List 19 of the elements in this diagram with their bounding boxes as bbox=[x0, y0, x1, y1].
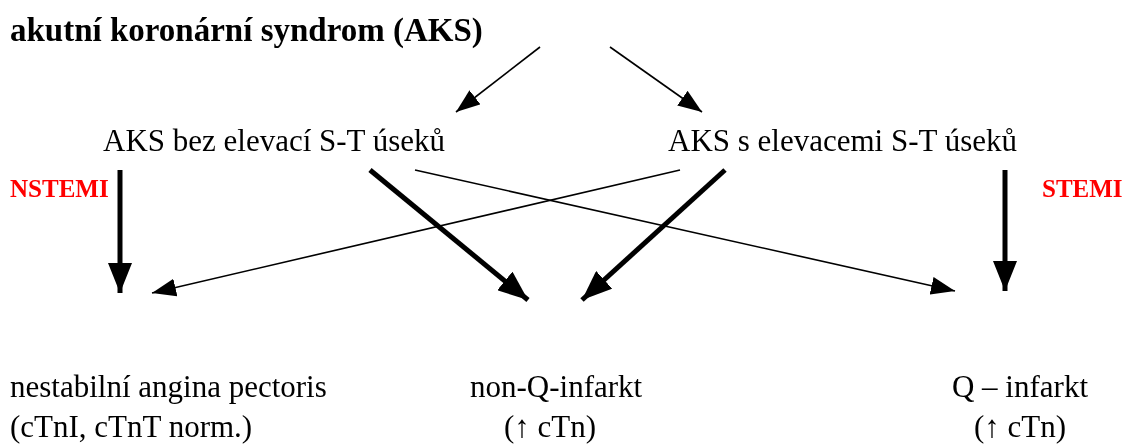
node-text: AKS s elevacemi S-T úseků bbox=[668, 124, 1017, 158]
node-text: Q – infarkt bbox=[952, 370, 1088, 404]
node-text: (cTnI, cTnT norm.) bbox=[10, 410, 253, 444]
category-label: STEMI bbox=[1042, 174, 1123, 204]
heading-text: akutní koronární syndrom (AKS) bbox=[10, 12, 483, 48]
arrow bbox=[151, 169, 681, 297]
arrow bbox=[580, 168, 727, 302]
arrow bbox=[455, 46, 541, 113]
node-text: non-Q-infarkt bbox=[470, 370, 643, 404]
arrow bbox=[368, 168, 530, 302]
node-text: nestabilní angina pectoris bbox=[10, 370, 327, 404]
category-label: NSTEMI bbox=[10, 174, 109, 204]
arrow bbox=[414, 169, 956, 295]
arrow bbox=[609, 46, 703, 113]
node-text: AKS bez elevací S-T úseků bbox=[103, 124, 446, 158]
node-text: (↑ cTn) bbox=[503, 410, 597, 444]
node-text: (↑ cTn) bbox=[973, 410, 1067, 444]
arrow bbox=[993, 170, 1017, 291]
arrow bbox=[108, 170, 132, 293]
